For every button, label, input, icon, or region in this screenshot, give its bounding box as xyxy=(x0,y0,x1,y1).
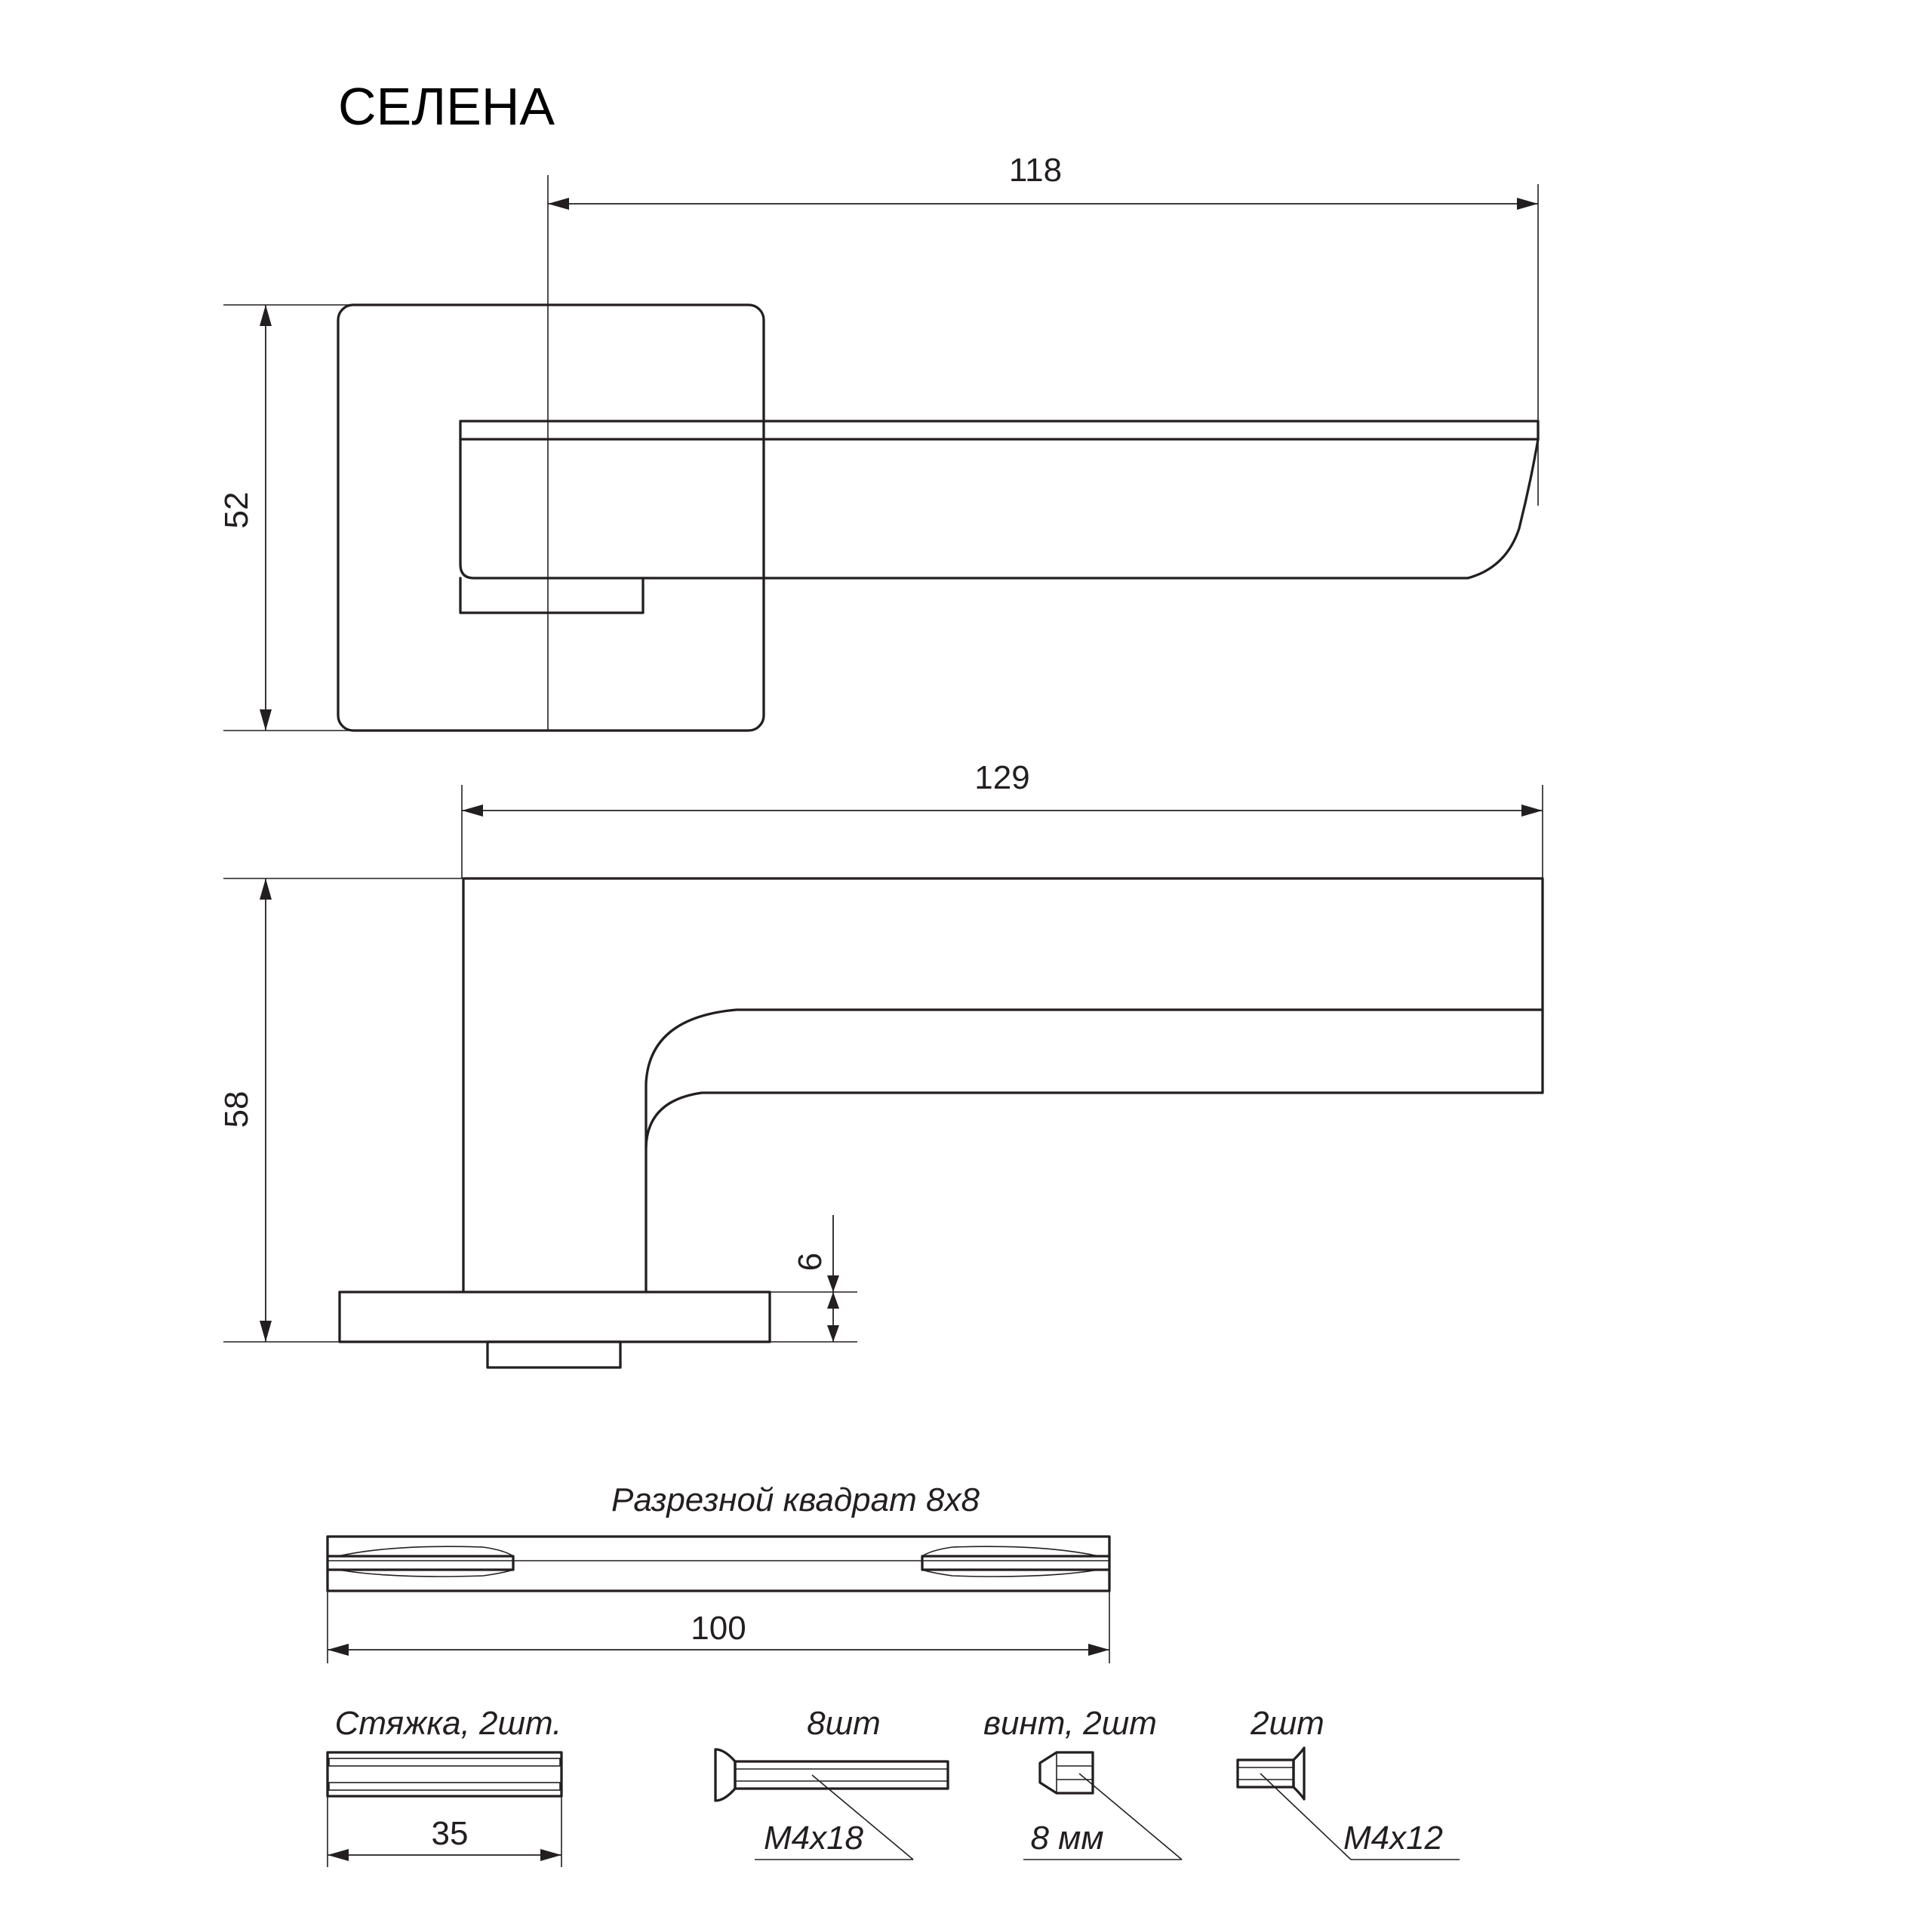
screw-head xyxy=(714,1748,737,1802)
small-screw-head xyxy=(1292,1746,1306,1801)
screw-size: M4x18 xyxy=(764,1820,864,1857)
dim-58: 58 xyxy=(218,1091,255,1128)
set-screw-label: винт, 2шт xyxy=(983,1705,1157,1742)
spindle-bar xyxy=(326,1535,1111,1592)
screw-shank xyxy=(734,1760,949,1790)
screw-count: 8шт xyxy=(807,1705,881,1742)
dim-6: 6 xyxy=(792,1253,829,1271)
tie-bolt xyxy=(326,1751,563,1798)
drawing-title: СЕЛЕНА xyxy=(338,77,555,136)
dim-100: 100 xyxy=(691,1610,746,1647)
front-view: 118 52 xyxy=(218,152,1540,732)
spindle-slot-left xyxy=(328,1555,515,1571)
dim-118: 118 xyxy=(1009,152,1062,189)
rosette-square xyxy=(337,303,765,732)
spindle-slot-right xyxy=(921,1555,1109,1571)
side-lever xyxy=(462,877,1544,1294)
dim-129: 129 xyxy=(974,759,1029,796)
lever-neck xyxy=(459,577,645,614)
set-screw-body xyxy=(1038,1751,1094,1795)
tie-bolt-part: Стяжка, 2шт. 35 xyxy=(326,1705,563,1867)
screw-m4x18-part: 8шт M4x18 xyxy=(714,1705,949,1860)
side-view: 129 58 6 xyxy=(218,759,1544,1369)
set-screw-size: 8 мм xyxy=(1030,1820,1103,1857)
dim-52: 52 xyxy=(218,492,255,529)
small-screw-size: M4x12 xyxy=(1343,1820,1443,1857)
small-screw-count: 2шт xyxy=(1250,1705,1324,1742)
spindle-part: Разрезной квадрат 8х8 100 xyxy=(326,1481,1111,1663)
set-screw-part: винт, 2шт 8 мм xyxy=(983,1705,1183,1860)
side-spindle-stub xyxy=(486,1340,622,1369)
tie-label: Стяжка, 2шт. xyxy=(335,1705,562,1742)
side-lever-contour xyxy=(645,1008,1544,1149)
small-screw-shank xyxy=(1236,1758,1295,1789)
spindle-label: Разрезной квадрат 8х8 xyxy=(611,1481,980,1518)
lever-body xyxy=(459,420,1540,580)
side-rosette xyxy=(338,1291,771,1343)
screw-m4x12-part: 2шт M4x12 xyxy=(1236,1705,1460,1860)
dim-35: 35 xyxy=(432,1815,469,1852)
